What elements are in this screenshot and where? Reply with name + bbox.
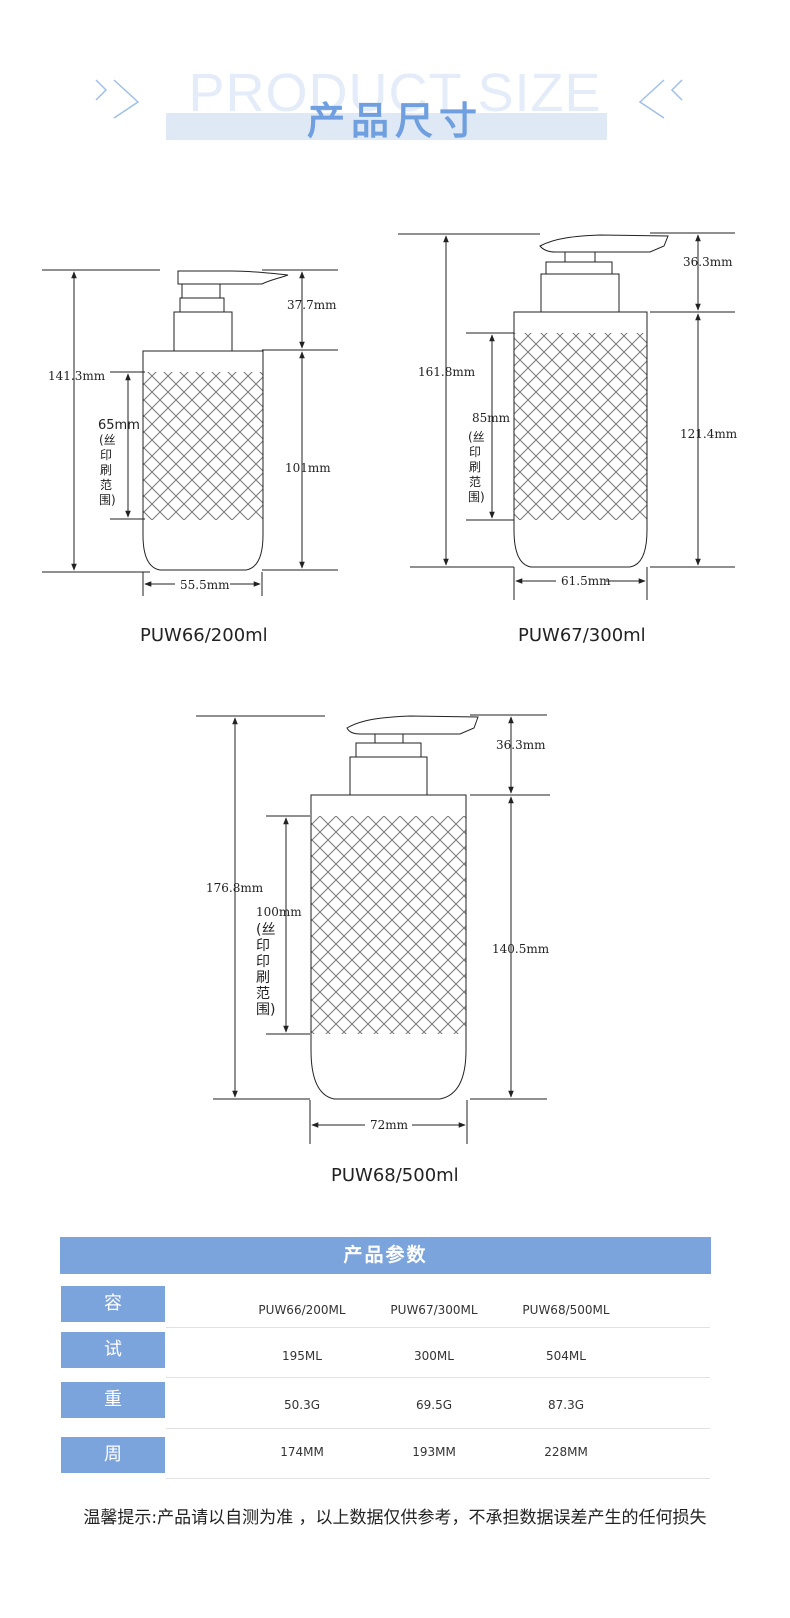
print-range-label: (丝印刷范围) [99,433,116,507]
dim-print-height: 65mm [98,418,140,433]
dim-pump-height: 36.3mm [496,738,546,752]
table-cell: 195ML [282,1349,322,1363]
table-cell: 193MM [412,1445,456,1459]
dim-width: 55.5mm [180,578,230,592]
model-label: PUW68/500ml [331,1165,459,1186]
bottle-puw66 [42,269,338,596]
row-divider [166,1377,710,1378]
table-cell: 300ML [414,1349,454,1363]
params-table-title: 产品参数 [60,1237,711,1274]
row-label-weight: 重量 [61,1382,165,1446]
print-range-label: (丝印刷范围) [468,430,485,504]
table-cell: 50.3G [283,1398,321,1412]
bottle-puw68 [196,714,550,1144]
dim-body-height: 140.5mm [492,942,550,956]
model-label: PUW67/300ml [518,625,646,646]
table-cell: 69.5G [415,1398,453,1412]
table-cell: 87.3G [547,1398,585,1412]
dim-pump-height: 37.7mm [287,298,337,312]
table-cell: PUW67/300ML [390,1303,478,1317]
print-range-label: (丝印印刷范围) [256,922,276,1018]
table-cell: 504ML [546,1349,586,1363]
page-title: 产品尺寸 [306,99,483,143]
dim-print-height: 85mm [472,411,511,425]
table-cell: PUW68/500ML [522,1303,610,1317]
dim-total-height: 161.8mm [418,365,476,379]
row-label-circumference: 周长 [61,1437,165,1501]
dim-width: 72mm [370,1118,409,1132]
row-label-water-test: 试水 [61,1332,165,1396]
chevron-left-icon [638,79,683,119]
dim-body-height: 101mm [285,461,331,475]
disclaimer-note: 温馨提示:产品请以自测为准 ，以上数据仅供参考，不承担数据误差产生的任何损失 [83,1508,707,1528]
dim-width: 61.5mm [561,574,611,588]
dim-pump-height: 36.3mm [683,255,733,269]
row-divider [166,1478,710,1479]
row-divider [166,1327,710,1328]
dim-total-height: 176.8mm [206,881,264,895]
dim-body-height: 121.4mm [680,427,738,441]
chevron-right-icon [95,79,140,119]
row-divider [166,1428,710,1429]
dim-total-height: 141.3mm [48,369,106,383]
dim-print-height: 100mm [256,905,302,919]
table-cell: 228MM [544,1445,588,1459]
bottle-puw67 [398,232,735,600]
row-label-capacity: 容量 [61,1286,165,1350]
technical-drawings: 141.3mm 161.8mm [42,232,735,1144]
model-label: PUW66/200ml [140,625,268,646]
table-cell: 174MM [280,1445,324,1459]
table-cell: PUW66/200ML [258,1303,346,1317]
title-band [166,113,607,140]
